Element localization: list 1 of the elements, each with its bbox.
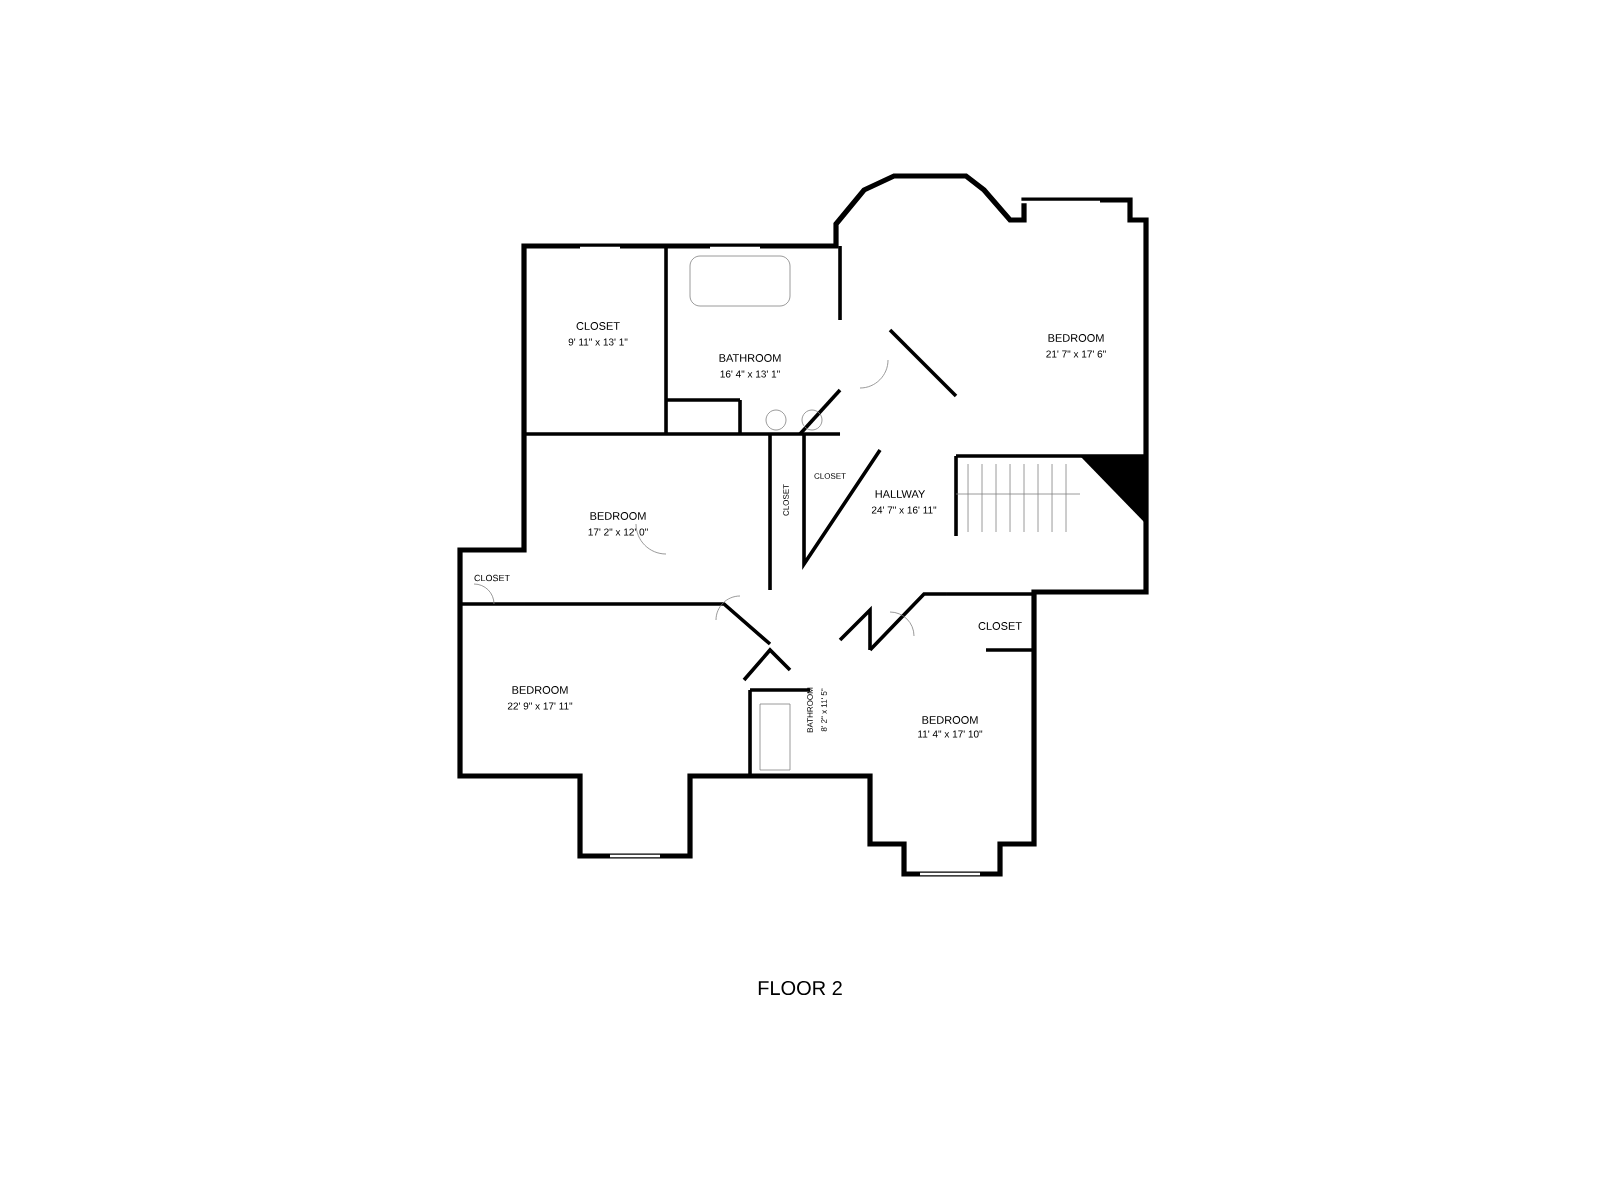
floor-caption: FLOOR 2 [758,980,842,996]
